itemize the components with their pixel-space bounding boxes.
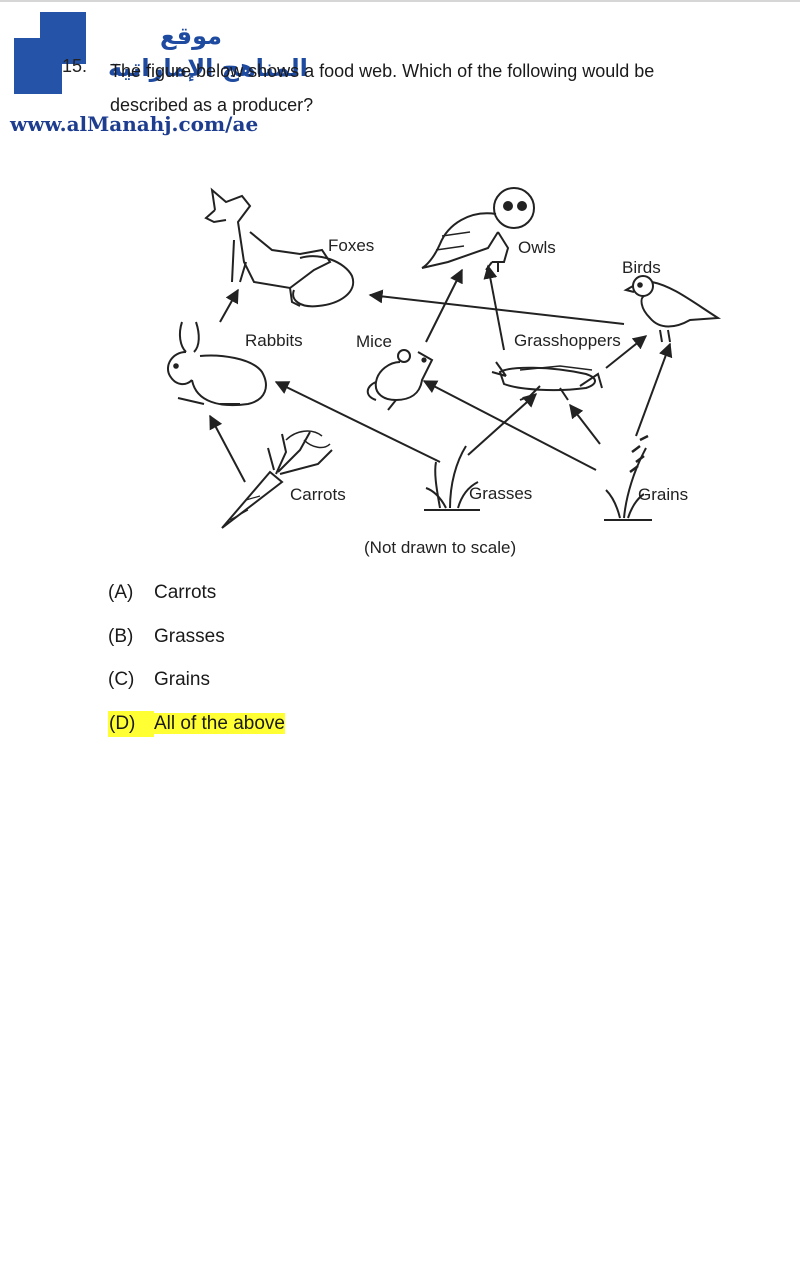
arrow-birds-foxes (368, 289, 625, 325)
arrow-grasses-grasshoppers (467, 393, 538, 456)
option-text: Grasses (154, 626, 225, 647)
option-b[interactable]: (B) Grasses (108, 624, 225, 650)
arrow-carrots-rabbits (209, 414, 246, 483)
option-letter: (C) (108, 669, 135, 690)
label-birds: Birds (622, 258, 661, 277)
arrow-grains-mice (422, 380, 597, 471)
option-letter: (D) (108, 713, 137, 734)
label-grains: Grains (638, 485, 688, 504)
watermark-url: www.alManahj.com/ae (10, 112, 259, 136)
watermark-line-1: موقع (160, 22, 223, 50)
question-text: The figure below shows a food web. Which… (110, 61, 655, 115)
option-letter: (A) (108, 582, 134, 603)
option-d[interactable]: (D) All of the above (108, 711, 285, 737)
mouse-icon (366, 349, 434, 411)
question-number: 15. (62, 56, 88, 76)
grain-icon (604, 434, 652, 521)
rabbit-icon (167, 321, 267, 407)
grasshopper-icon (491, 361, 603, 401)
owl-icon (421, 187, 535, 272)
option-text: Carrots (154, 582, 217, 603)
arrow-grains-grasshoppers (569, 403, 601, 445)
page-top-border (0, 0, 800, 2)
logo-square-icon (14, 38, 62, 94)
watermark-line-2: المناهج الإماراتية (108, 54, 308, 82)
label-mice: Mice (356, 332, 392, 351)
arrow-grasshoppers-birds (605, 335, 648, 369)
arrow-grains-birds (635, 342, 673, 437)
option-text: All of the above (154, 713, 285, 734)
option-c[interactable]: (C) Grains (108, 667, 210, 693)
label-owls: Owls (518, 238, 556, 257)
option-letter: (B) (108, 626, 134, 647)
arrow-grasses-rabbits (274, 381, 441, 463)
food-web-arrows (209, 264, 673, 483)
fox-icon (204, 187, 355, 308)
label-grasshoppers: Grasshoppers (514, 331, 621, 350)
arrow-grasshoppers-owls (483, 264, 505, 351)
food-web-figure: Foxes Owls Birds Rabbits Mice Grasshoppe… (167, 187, 722, 557)
label-foxes: Foxes (328, 236, 374, 255)
grass-icon (424, 445, 480, 511)
option-text: Grains (154, 669, 210, 690)
arrow-rabbits-foxes (219, 288, 239, 323)
carrot-icon (221, 430, 333, 529)
arrow-mice-owls (425, 268, 463, 343)
label-rabbits: Rabbits (245, 331, 303, 350)
figure-caption: (Not drawn to scale) (364, 538, 516, 557)
bird-icon (623, 275, 722, 343)
label-grasses: Grasses (469, 484, 532, 503)
label-carrots: Carrots (290, 485, 346, 504)
option-a[interactable]: (A) Carrots (108, 580, 216, 606)
